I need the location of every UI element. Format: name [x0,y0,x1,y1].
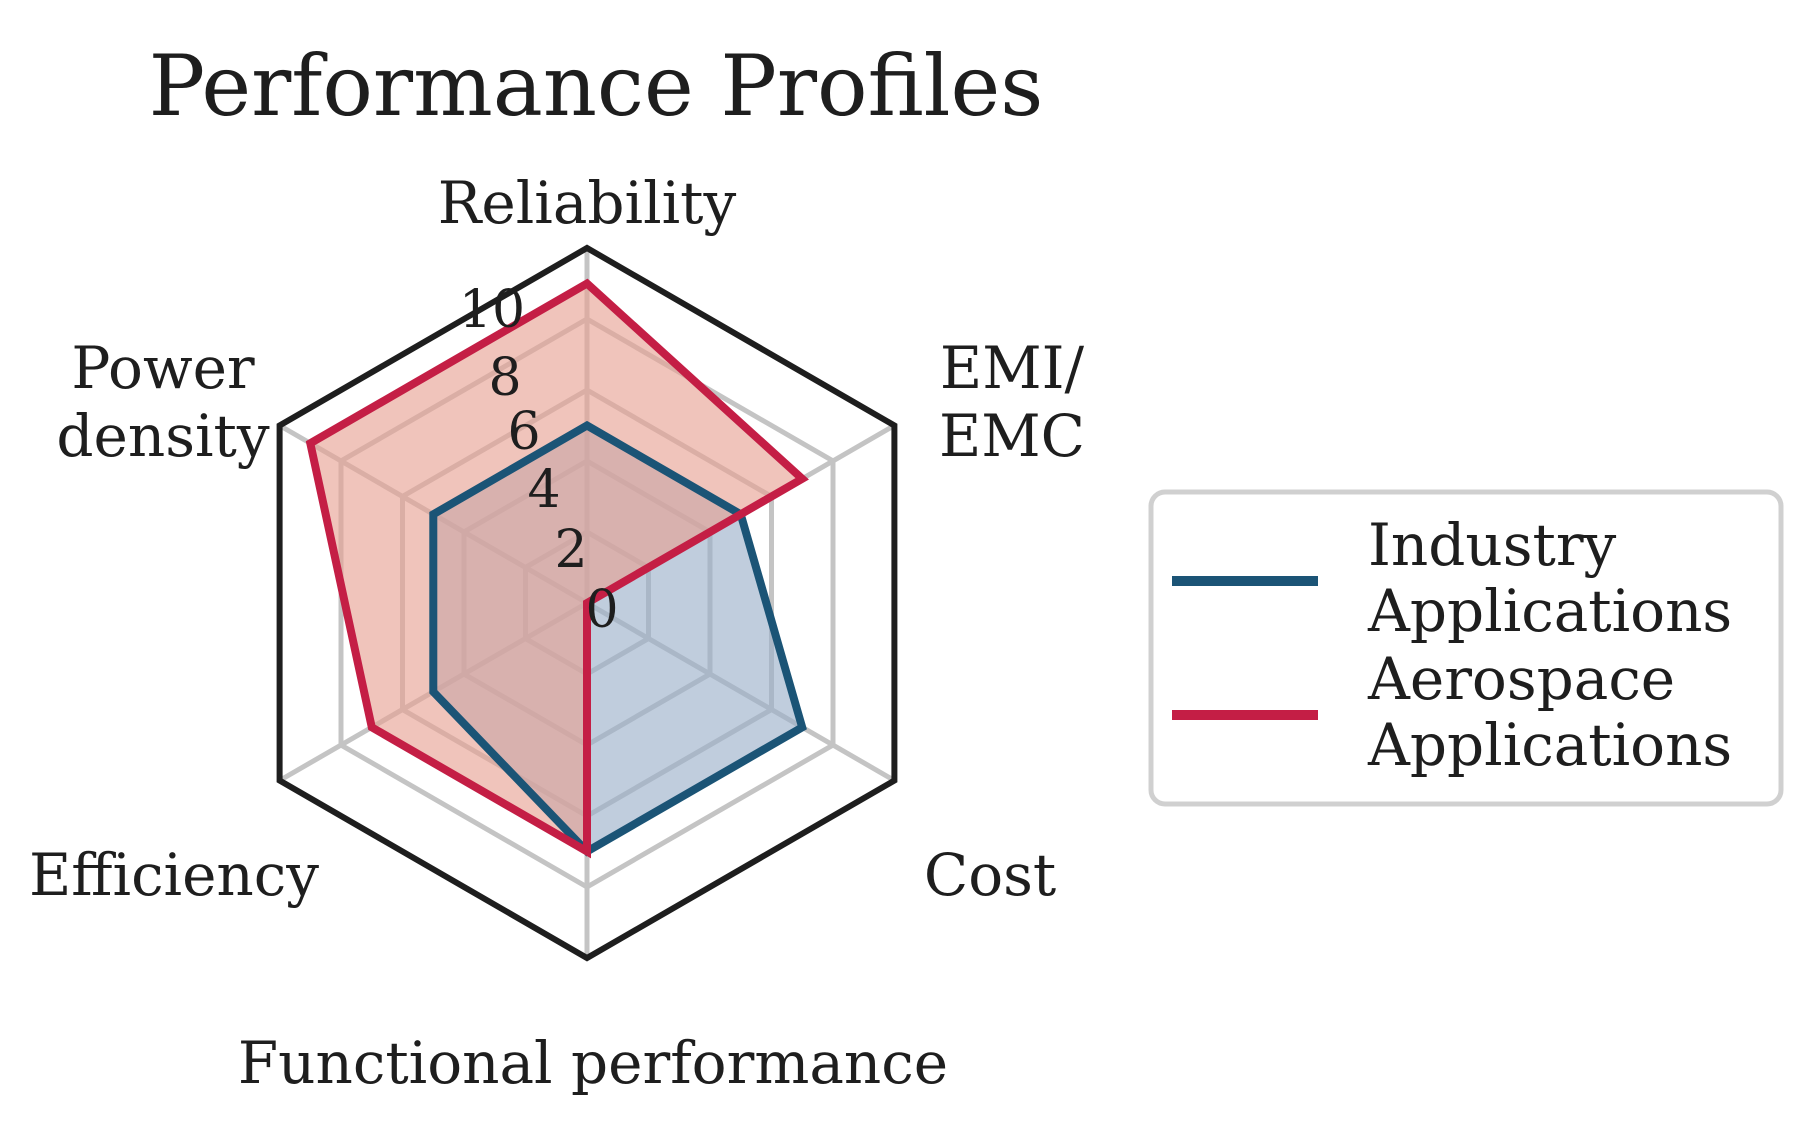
outer-frame [276,244,898,962]
tick-label: 0 [585,580,618,640]
tick-label: 2 [554,520,587,580]
axis-label: EMI/EMC [939,334,1085,470]
series-area [310,283,803,852]
tick-label: 4 [527,460,560,520]
axis-label: Cost [924,841,1056,909]
tick-label: 10 [459,280,525,340]
chart-title: Performance Profiles [149,37,1044,135]
axis-label: Efficiency [29,841,319,909]
axis-label: Reliability [438,169,737,237]
series-layer [305,278,809,859]
tick-label: 8 [488,348,521,408]
tick-label: 6 [507,402,540,462]
axis-label: Functional performance [238,1029,948,1097]
radar-frame [276,244,898,962]
series-line [305,278,809,859]
legend-box [1148,489,1784,807]
